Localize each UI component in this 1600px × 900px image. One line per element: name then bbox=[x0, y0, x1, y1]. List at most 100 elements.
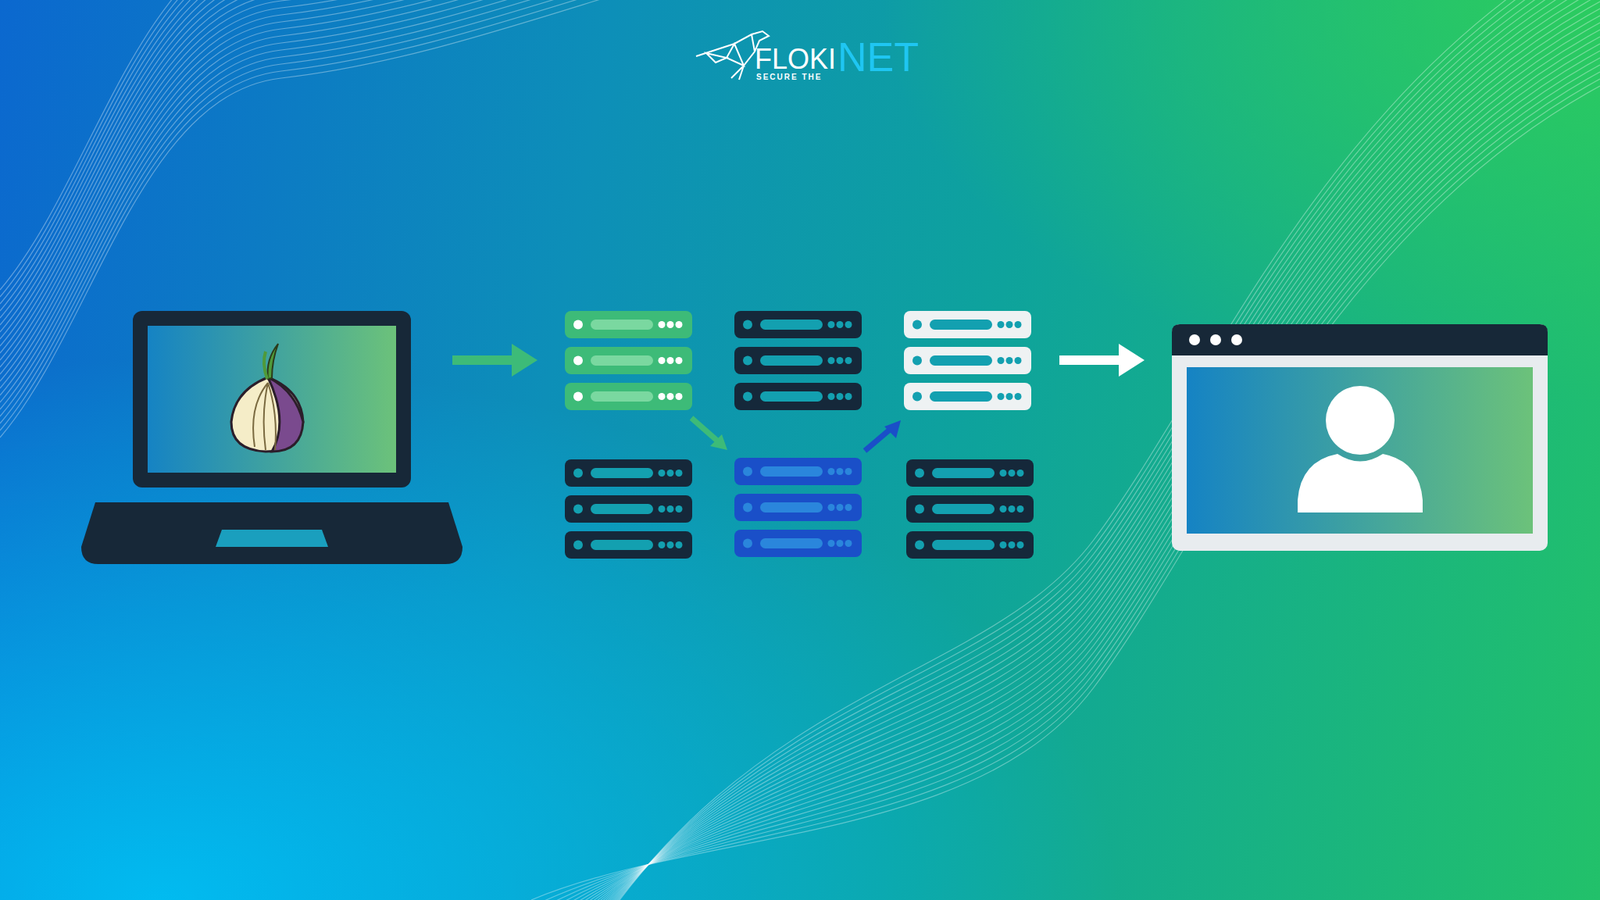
server-unit bbox=[906, 531, 1034, 559]
wave-line bbox=[531, 0, 1600, 900]
server-dot bbox=[675, 357, 683, 365]
server-unit bbox=[564, 382, 693, 411]
server-unit bbox=[734, 382, 862, 411]
wave-line bbox=[0, 0, 704, 290]
server-unit bbox=[564, 459, 693, 487]
logo-wordmark-accent: NET bbox=[837, 36, 919, 78]
server-dot bbox=[1017, 469, 1025, 477]
laptop-icon bbox=[81, 310, 463, 565]
wave-line bbox=[0, 0, 704, 311]
server-dot bbox=[675, 469, 683, 477]
server-slot bbox=[760, 502, 823, 513]
wave-line bbox=[531, 1, 1600, 900]
wave-line bbox=[531, 0, 1600, 900]
server-dot bbox=[836, 321, 844, 329]
server-dot bbox=[1006, 392, 1014, 400]
wave-line bbox=[531, 15, 1600, 900]
server-unit bbox=[734, 457, 862, 486]
server-slot bbox=[932, 539, 995, 550]
wave-line bbox=[531, 85, 1600, 900]
server-slot bbox=[760, 355, 823, 366]
server-dot bbox=[836, 539, 844, 547]
server-dot bbox=[658, 357, 666, 365]
server-slot bbox=[590, 539, 654, 550]
server-stacks bbox=[564, 310, 1034, 559]
wave-line bbox=[531, 22, 1600, 900]
server-dot bbox=[836, 503, 844, 511]
server-slot bbox=[760, 319, 823, 330]
server-dot bbox=[667, 357, 675, 365]
server-unit bbox=[564, 310, 693, 339]
server-led bbox=[912, 356, 922, 366]
server-unit bbox=[564, 495, 693, 523]
server-led bbox=[573, 504, 583, 515]
server-dot bbox=[658, 541, 666, 549]
wave-line bbox=[531, 0, 1600, 900]
server-dot bbox=[845, 357, 853, 365]
wave-line bbox=[531, 0, 1600, 900]
server-led bbox=[912, 392, 922, 402]
server-led bbox=[914, 504, 925, 515]
server-dot bbox=[1008, 505, 1016, 513]
server-dot bbox=[845, 503, 853, 511]
flow-arrows bbox=[452, 343, 1145, 451]
server-dot bbox=[828, 392, 836, 400]
server-unit bbox=[734, 529, 862, 558]
server-unit bbox=[734, 310, 862, 339]
server-led bbox=[912, 320, 922, 330]
wave-line bbox=[0, 0, 704, 361]
wave-line bbox=[531, 0, 1600, 900]
server-dot bbox=[828, 503, 836, 511]
server-dot bbox=[667, 321, 675, 329]
wave-line bbox=[531, 78, 1600, 900]
wave-line bbox=[0, 0, 704, 318]
server-led bbox=[742, 392, 753, 402]
server-dot bbox=[667, 505, 675, 513]
server-dot bbox=[1000, 469, 1008, 477]
server-unit bbox=[903, 382, 1032, 411]
wave-line bbox=[0, 0, 704, 325]
server-dot bbox=[836, 392, 844, 400]
wave-line bbox=[0, 0, 704, 340]
server-led bbox=[742, 503, 753, 513]
server-dot bbox=[828, 357, 836, 365]
server-dot bbox=[997, 392, 1005, 400]
wave-line bbox=[0, 0, 704, 304]
server-unit bbox=[564, 531, 693, 559]
server-slot bbox=[932, 503, 995, 515]
server-led bbox=[573, 356, 583, 366]
server-led bbox=[742, 356, 753, 366]
server-dot bbox=[658, 321, 666, 329]
server-dot bbox=[1014, 392, 1022, 400]
server-slot bbox=[590, 391, 654, 402]
server-led bbox=[742, 467, 753, 477]
server-unit bbox=[734, 346, 862, 375]
wave-line bbox=[531, 29, 1600, 900]
logo-wordmark: FLOKI bbox=[754, 45, 836, 74]
server-led bbox=[742, 539, 753, 549]
server-dot bbox=[1000, 541, 1008, 549]
server-led bbox=[573, 540, 583, 550]
server-unit bbox=[734, 493, 862, 522]
server-unit bbox=[906, 459, 1034, 487]
server-dot bbox=[1008, 469, 1016, 477]
server-unit bbox=[564, 346, 693, 375]
server-slot bbox=[929, 355, 993, 366]
browser-window-icon bbox=[1171, 324, 1548, 551]
wave-line bbox=[531, 36, 1600, 900]
server-slot bbox=[760, 391, 823, 402]
server-dot bbox=[997, 357, 1005, 365]
server-unit bbox=[906, 495, 1034, 523]
server-dot bbox=[658, 505, 666, 513]
server-slot bbox=[929, 319, 993, 330]
server-dot bbox=[675, 321, 683, 329]
server-slot bbox=[760, 538, 823, 549]
server-dot bbox=[667, 469, 675, 477]
server-led bbox=[914, 540, 925, 550]
server-dot bbox=[845, 539, 853, 547]
server-led bbox=[573, 320, 583, 330]
server-dot bbox=[1008, 541, 1016, 549]
